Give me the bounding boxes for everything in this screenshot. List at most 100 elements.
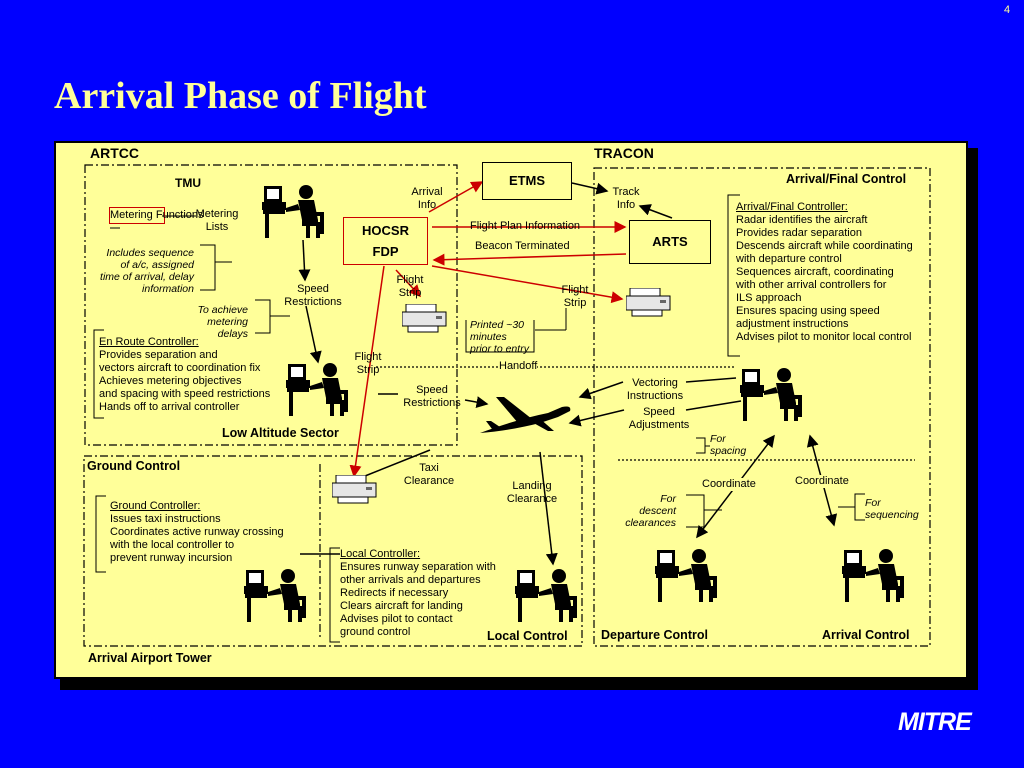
local-controller-description: Local Controller: Ensures runway separat…	[340, 548, 496, 639]
ground-line: with the local controller to	[110, 539, 235, 551]
includes-sequence-line: information	[142, 283, 194, 295]
includes-sequence-note: Includes sequence of a/c, assigned time …	[84, 247, 194, 295]
track-info-label: Track Info	[612, 186, 640, 211]
flight-plan-information-label: Flight Plan Information	[470, 220, 581, 232]
controller-workstation-icon	[655, 549, 717, 602]
for-spacing-note: For spacing	[710, 433, 746, 457]
afc-line: Ensures spacing using speed	[736, 305, 880, 317]
arts-box: ARTS	[629, 220, 711, 264]
en-route-line: Achieves metering objectives	[99, 375, 242, 387]
page-title: Arrival Phase of Flight	[54, 75, 427, 117]
en-route-description: En Route Controller: Provides separation…	[99, 336, 270, 414]
afc-line: adjustment instructions	[736, 318, 849, 330]
en-route-line: Hands off to arrival controller	[99, 401, 240, 413]
for-descent-line: descent	[639, 505, 676, 517]
afc-line: with other arrival controllers for	[736, 279, 887, 291]
artcc-label: ARTCC	[90, 145, 139, 161]
arrival-final-control-label: Arrival/Final Control	[786, 172, 907, 186]
to-achieve-note: To achieve metering delays	[170, 304, 248, 340]
local-line: Ensures runway separation with	[340, 561, 496, 573]
arrival-info-label: Arrival Info	[411, 186, 443, 211]
tracon-region-border	[593, 167, 931, 647]
printed-note: Printed ~30 minutes prior to entry	[470, 319, 529, 355]
for-sequencing-note: For sequencing	[865, 497, 919, 521]
local-line: Redirects if necessary	[340, 587, 449, 599]
ground-controller-description: Ground Controller: Issues taxi instructi…	[110, 500, 284, 565]
coordinate-label-2: Coordinate	[795, 475, 849, 488]
for-descent-line: For	[660, 493, 676, 505]
ground-control-label: Ground Control	[87, 459, 181, 473]
arrival-control-label: Arrival Control	[822, 628, 910, 642]
ground-heading: Ground Controller:	[110, 500, 201, 512]
for-descent-note: For descent clearances	[610, 493, 676, 529]
controller-workstation-icon	[286, 363, 348, 416]
metering-functions-box: Metering Functions	[109, 207, 204, 224]
en-route-line: and spacing with speed restrictions	[99, 388, 271, 400]
speed-adjustments-label: Speed Adjustments	[628, 406, 690, 431]
local-heading: Local Controller:	[340, 548, 421, 560]
printed-note-line: minutes	[470, 331, 507, 343]
ground-line: Issues taxi instructions	[110, 513, 221, 525]
flight-strip-label-3: Flight Strip	[354, 351, 382, 376]
to-achieve-line: To achieve	[197, 304, 248, 316]
ground-line: Coordinates active runway crossing	[110, 526, 284, 538]
afc-line: Radar identifies the aircraft	[736, 214, 868, 226]
for-descent-line: clearances	[625, 517, 676, 529]
flight-strip-label-1: Flight Strip	[396, 274, 424, 299]
includes-sequence-line: of a/c, assigned	[120, 259, 194, 271]
hocsr-label: HOCSR	[362, 223, 409, 238]
vectoring-instructions-label: Vectoring Instructions	[626, 377, 684, 402]
includes-sequence-line: Includes sequence	[106, 247, 194, 259]
afc-line: Advises pilot to monitor local control	[736, 331, 912, 343]
local-line: Clears aircraft for landing	[340, 600, 463, 612]
metering-lists-label: Metering Lists	[195, 208, 239, 233]
flight-strip-label-2: Flight Strip	[561, 284, 589, 309]
afc-heading: Arrival/Final Controller:	[736, 201, 848, 213]
includes-sequence-line: time of arrival, delay	[100, 271, 194, 283]
printer-icon	[626, 288, 671, 317]
artcc-region-border	[84, 164, 458, 446]
low-altitude-sector-label: Low Altitude Sector	[222, 426, 339, 440]
controller-workstation-icon	[842, 549, 904, 602]
ground-line: prevent runway incursion	[110, 552, 233, 564]
tracon-label: TRACON	[594, 145, 654, 161]
printed-note-line: Printed ~30	[470, 319, 524, 331]
for-sequencing-line: sequencing	[865, 509, 919, 521]
airplane-icon	[480, 397, 571, 433]
for-spacing-line: spacing	[710, 445, 747, 457]
printed-note-line: prior to entry	[470, 343, 529, 355]
afc-line: ILS approach	[736, 292, 802, 304]
mitre-logo: MITRE	[898, 708, 972, 736]
local-line: other arrivals and departures	[340, 574, 481, 586]
en-route-heading: En Route Controller:	[99, 336, 199, 348]
tmu-label: TMU	[175, 176, 201, 190]
controller-workstation-icon	[262, 185, 324, 238]
tmu-speed-restrictions-label: Speed Restrictions	[284, 283, 342, 308]
arrival-final-description: Arrival/Final Controller: Radar identifi…	[736, 201, 913, 344]
to-achieve-line: delays	[217, 328, 248, 340]
taxi-clearance-label: Taxi Clearance	[403, 462, 455, 487]
controller-workstation-icon	[244, 569, 306, 622]
beacon-terminated-label: Beacon Terminated	[475, 240, 570, 252]
page-number: 4	[1004, 4, 1011, 16]
etms-box: ETMS	[482, 162, 572, 200]
controller-workstation-icon	[515, 569, 577, 622]
printer-icon	[332, 475, 377, 504]
afc-line: Provides radar separation	[736, 227, 862, 239]
to-achieve-line: metering	[207, 316, 248, 328]
hocsr-fdp-box: HOCSR FDP	[343, 217, 428, 265]
for-sequencing-line: For	[865, 497, 881, 509]
local-line: ground control	[340, 626, 411, 638]
arrival-airport-tower-label: Arrival Airport Tower	[88, 651, 212, 665]
tower-region-border	[83, 455, 583, 647]
en-route-line: Provides separation and	[99, 349, 218, 361]
landing-clearance-label: Landing Clearance	[506, 480, 558, 505]
controller-workstation-icon	[740, 368, 802, 421]
en-route-line: vectors aircraft to coordination fix	[99, 362, 261, 374]
handoff-label: Handoff	[499, 360, 538, 373]
speed-restrictions-label: Speed Restrictions	[403, 384, 461, 409]
afc-line: with departure control	[736, 253, 842, 265]
coordinate-label-1: Coordinate	[702, 478, 756, 491]
for-spacing-line: For	[710, 433, 726, 445]
